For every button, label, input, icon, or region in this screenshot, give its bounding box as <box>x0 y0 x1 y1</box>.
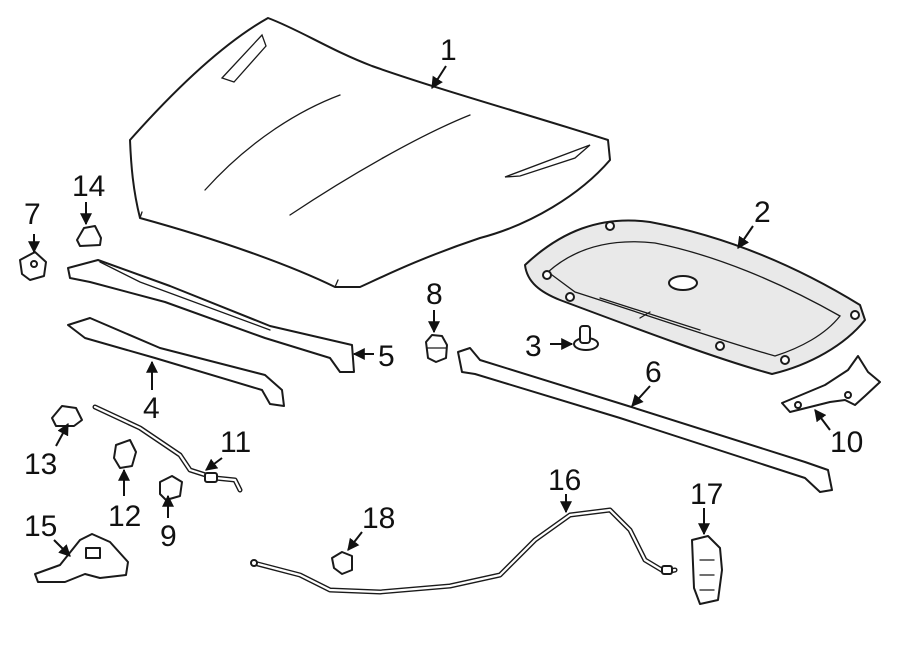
clip-18[interactable] <box>331 551 353 575</box>
callout-12: 12 <box>108 500 141 533</box>
bumper-13[interactable] <box>51 405 83 427</box>
hood-hinge-10[interactable] <box>781 355 881 413</box>
hood-insulator[interactable] <box>524 219 866 375</box>
callout-14: 14 <box>72 170 105 203</box>
hood-side-seal[interactable] <box>457 347 833 493</box>
leader-lines <box>28 65 831 557</box>
callout-1: 1 <box>440 34 457 67</box>
hood-panel[interactable] <box>129 17 611 288</box>
support-rod-11[interactable] <box>92 404 243 493</box>
callout-17: 17 <box>690 478 723 511</box>
callout-6: 6 <box>645 356 662 389</box>
release-handle-17[interactable] <box>691 535 723 605</box>
callout-7: 7 <box>24 198 41 231</box>
callout-labels: 1 2 3 4 5 6 7 8 9 10 11 12 13 14 15 16 1… <box>24 34 863 553</box>
callout-9: 9 <box>160 520 177 553</box>
push-clip-3[interactable] <box>573 325 599 351</box>
callout-5: 5 <box>378 340 395 373</box>
adjuster-8[interactable] <box>425 334 448 363</box>
callout-4: 4 <box>143 392 160 425</box>
bumper-14[interactable] <box>76 225 102 247</box>
hood-rear-seal[interactable] <box>67 317 285 407</box>
callout-3: 3 <box>525 330 542 363</box>
callout-2: 2 <box>754 196 771 229</box>
callout-10: 10 <box>830 426 863 459</box>
callout-11: 11 <box>220 426 251 459</box>
retainer-12[interactable] <box>113 439 137 469</box>
callout-15: 15 <box>24 510 57 543</box>
release-cable-16[interactable] <box>250 507 678 595</box>
bumper-cap-9[interactable] <box>159 475 183 501</box>
callout-16: 16 <box>548 464 581 497</box>
callout-8: 8 <box>426 278 443 311</box>
hood-latch-15[interactable] <box>34 533 129 583</box>
callout-18: 18 <box>362 502 395 535</box>
bumper-stop-7[interactable] <box>19 251 47 281</box>
callout-13: 13 <box>24 448 57 481</box>
hood-front-seal[interactable] <box>67 259 355 373</box>
